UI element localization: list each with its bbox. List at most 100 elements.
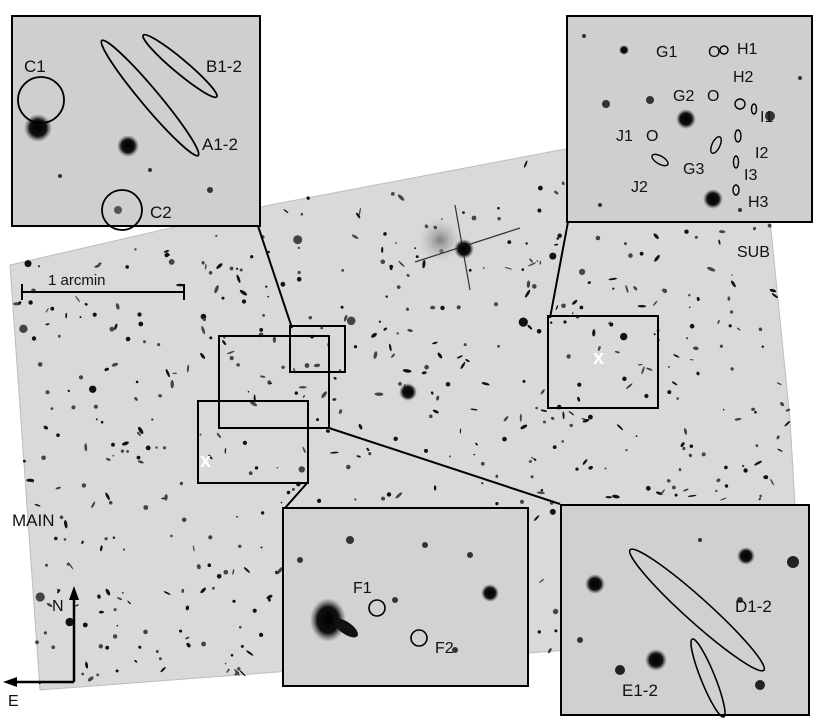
label-G1: G1 bbox=[656, 44, 677, 61]
field-source bbox=[568, 411, 575, 416]
field-source bbox=[612, 287, 615, 290]
field-source bbox=[95, 418, 98, 421]
field-source bbox=[552, 608, 559, 615]
field-source bbox=[667, 390, 672, 395]
field-source bbox=[522, 379, 526, 383]
field-source bbox=[637, 304, 647, 308]
field-source bbox=[525, 242, 528, 245]
symbol-G1: O bbox=[708, 44, 720, 61]
field-source bbox=[168, 259, 175, 265]
field-source bbox=[761, 345, 764, 348]
field-source bbox=[769, 288, 777, 293]
field-source bbox=[569, 423, 573, 428]
field-source bbox=[503, 416, 509, 422]
field-source bbox=[549, 252, 557, 260]
field-source bbox=[104, 537, 108, 541]
field-source bbox=[575, 467, 579, 471]
field-source bbox=[654, 254, 660, 262]
field-source bbox=[230, 653, 234, 657]
field-source bbox=[597, 346, 601, 351]
field-source bbox=[482, 267, 485, 269]
field-source bbox=[402, 369, 412, 373]
field-source bbox=[660, 489, 665, 496]
field-source bbox=[239, 268, 243, 272]
field-source bbox=[635, 435, 638, 437]
field-source bbox=[41, 455, 46, 461]
field-source bbox=[298, 386, 307, 389]
field-source bbox=[463, 343, 467, 347]
field-source bbox=[385, 295, 388, 298]
field-source bbox=[138, 321, 144, 327]
field-source bbox=[432, 341, 438, 345]
field-source bbox=[267, 598, 271, 602]
field-source bbox=[166, 252, 170, 256]
field-source bbox=[71, 405, 76, 410]
field-source bbox=[398, 382, 402, 386]
field-source bbox=[407, 328, 413, 333]
field-source bbox=[286, 490, 291, 495]
field-source bbox=[639, 251, 644, 256]
field-source bbox=[18, 301, 22, 305]
field-source bbox=[353, 345, 358, 349]
inset-top-left bbox=[11, 15, 261, 231]
field-source bbox=[719, 497, 727, 501]
field-source bbox=[429, 414, 433, 419]
field-source bbox=[212, 586, 215, 590]
field-source bbox=[200, 587, 206, 594]
field-source bbox=[718, 239, 721, 245]
field-source bbox=[530, 475, 534, 479]
field-source bbox=[35, 592, 45, 602]
field-source bbox=[223, 569, 229, 575]
field-source bbox=[75, 295, 80, 303]
field-source bbox=[470, 408, 478, 411]
connector-lines bbox=[257, 221, 569, 509]
field-source bbox=[533, 515, 540, 521]
symbol-G2: O bbox=[707, 88, 719, 105]
field-source bbox=[45, 308, 49, 313]
field-source bbox=[232, 568, 235, 575]
field-source bbox=[549, 508, 556, 515]
field-source bbox=[302, 395, 306, 398]
field-source bbox=[731, 274, 733, 276]
field-source bbox=[563, 320, 567, 324]
field-source bbox=[381, 246, 384, 253]
field-source bbox=[550, 321, 553, 324]
field-source bbox=[724, 465, 728, 470]
field-source bbox=[209, 336, 213, 340]
field-source bbox=[661, 288, 665, 292]
field-source bbox=[528, 262, 537, 267]
field-source bbox=[55, 486, 62, 490]
label-I2: I2 bbox=[755, 145, 768, 162]
field-source bbox=[92, 312, 97, 317]
field-source bbox=[380, 259, 386, 265]
field-source bbox=[666, 479, 671, 483]
field-source bbox=[202, 317, 206, 322]
field-source bbox=[267, 250, 270, 254]
field-source bbox=[529, 258, 533, 263]
field-source bbox=[405, 307, 410, 311]
field-source bbox=[759, 494, 762, 498]
field-source bbox=[383, 327, 387, 331]
field-source bbox=[728, 324, 732, 328]
field-source bbox=[587, 281, 591, 284]
field-source bbox=[300, 212, 304, 216]
field-source bbox=[495, 474, 499, 478]
field-source bbox=[755, 444, 759, 447]
field-source bbox=[542, 420, 546, 424]
field-source bbox=[393, 436, 398, 441]
field-source bbox=[722, 408, 725, 411]
region-boxes bbox=[197, 315, 659, 484]
field-source bbox=[50, 407, 54, 410]
field-source bbox=[267, 295, 270, 298]
field-source bbox=[126, 450, 129, 453]
label-A1-2: A1-2 bbox=[202, 135, 238, 154]
field-source bbox=[208, 454, 213, 460]
field-source bbox=[67, 389, 71, 393]
field-source bbox=[519, 499, 525, 504]
field-source bbox=[181, 517, 187, 523]
field-source bbox=[717, 319, 720, 324]
field-source bbox=[216, 432, 222, 438]
field-source bbox=[216, 263, 223, 269]
label-H3: H3 bbox=[748, 194, 769, 211]
